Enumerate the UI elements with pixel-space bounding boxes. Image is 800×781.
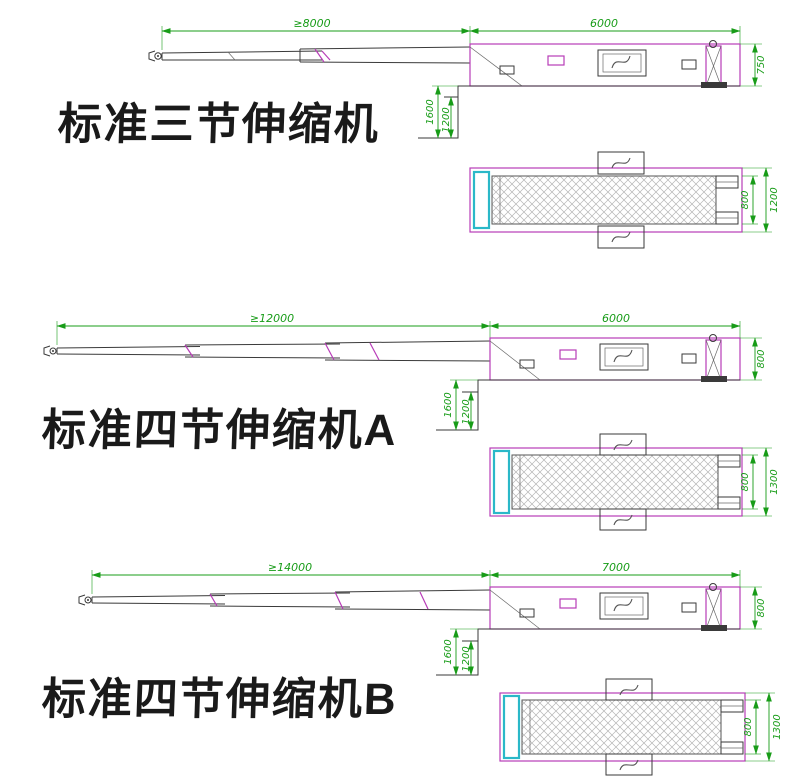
panel-title-four-section-b: 标准四节伸缩机B bbox=[40, 675, 399, 724]
dim-base-length: 6000 bbox=[489, 312, 741, 338]
motor-symbol-icon bbox=[611, 231, 631, 243]
dim-tail-height: 800 bbox=[740, 337, 767, 381]
tail-column bbox=[701, 334, 727, 382]
dim-belt-width-label: 800 bbox=[743, 717, 754, 736]
dim-dock-height-label: 1200 bbox=[441, 107, 452, 132]
tip-pulley-icon bbox=[49, 347, 57, 355]
dim-overall-width-label: 1300 bbox=[769, 469, 780, 494]
dim-total-height: 1600 bbox=[443, 628, 478, 676]
dim-total-height-label: 1600 bbox=[443, 392, 454, 417]
dim-overall-width: 1200 bbox=[742, 167, 780, 233]
motor-box bbox=[599, 343, 649, 371]
motor-symbol-icon bbox=[613, 598, 633, 612]
dim-reach-label: ≥14000 bbox=[268, 561, 312, 574]
belt-top-view bbox=[491, 175, 717, 225]
dim-base-length-label: 7000 bbox=[602, 561, 630, 574]
motor-bottom bbox=[605, 753, 653, 776]
motor-symbol-icon bbox=[613, 349, 633, 363]
motor-box bbox=[599, 592, 649, 620]
dim-base-length-label: 6000 bbox=[590, 17, 618, 30]
tail-column bbox=[701, 583, 727, 631]
telescopic-boom bbox=[43, 340, 491, 362]
motor-top bbox=[599, 433, 647, 456]
panel-four-section-b: 标准四节伸缩机B ≥14000 7000 bbox=[0, 555, 800, 781]
machine-body bbox=[469, 40, 741, 88]
tail-pulley-icon bbox=[709, 583, 717, 591]
motor-top bbox=[597, 151, 645, 175]
motor-top bbox=[605, 678, 653, 701]
loading-end bbox=[472, 170, 491, 230]
panel-title-three-section: 标准三节伸缩机 bbox=[56, 100, 381, 149]
dim-reach: ≥14000 bbox=[91, 561, 491, 594]
dim-tail-height: 750 bbox=[740, 43, 767, 87]
dim-belt-width: 800 bbox=[740, 454, 758, 510]
machine-body bbox=[489, 334, 741, 382]
dim-dock-height-label: 1200 bbox=[461, 646, 472, 671]
dim-reach-label: ≥8000 bbox=[293, 17, 330, 30]
panel-title-four-section-a: 标准四节伸缩机A bbox=[40, 406, 399, 455]
dim-belt-width: 800 bbox=[743, 699, 761, 755]
loading-end bbox=[492, 449, 511, 515]
dim-reach: ≥8000 bbox=[161, 17, 471, 50]
dim-total-height: 1600 bbox=[425, 85, 458, 139]
dim-tail-height-label: 800 bbox=[756, 349, 767, 368]
support-foot bbox=[701, 625, 727, 631]
dim-dock-height: 1200 bbox=[441, 96, 454, 139]
dim-belt-width-label: 800 bbox=[740, 190, 751, 209]
dim-base-length: 6000 bbox=[469, 17, 741, 44]
support-foot bbox=[701, 376, 727, 382]
support-foot bbox=[701, 82, 727, 88]
dim-tail-height-label: 800 bbox=[756, 598, 767, 617]
motor-symbol-icon bbox=[613, 514, 633, 526]
plan-view bbox=[489, 433, 743, 531]
dim-belt-width-label: 800 bbox=[740, 472, 751, 491]
dim-dock-height: 1200 bbox=[461, 640, 474, 676]
dim-base-length-label: 6000 bbox=[602, 312, 630, 325]
tail-pulley-icon bbox=[709, 334, 717, 342]
dim-overall-width: 1300 bbox=[745, 692, 783, 762]
dim-overall-width-label: 1200 bbox=[769, 187, 780, 212]
panel-four-section-a: 标准四节伸缩机A ≥12000 6000 bbox=[0, 300, 800, 555]
three-section-drawing: ≥8000 6000 bbox=[148, 17, 780, 249]
dim-belt-width: 800 bbox=[740, 175, 758, 225]
motor-symbol-icon bbox=[611, 55, 631, 69]
motor-symbol-icon bbox=[619, 759, 639, 771]
dim-total-height: 1600 bbox=[443, 379, 478, 431]
dim-base-length: 7000 bbox=[489, 561, 741, 587]
tip-pulley-icon bbox=[84, 596, 92, 604]
panel-three-section: 标准三节伸缩机 ≥8000 6000 bbox=[0, 0, 800, 300]
four-section-b-drawing: ≥14000 7000 bbox=[78, 561, 783, 776]
dim-tail-height: 800 bbox=[740, 586, 767, 630]
plan-view bbox=[469, 151, 743, 249]
tail-column bbox=[701, 40, 727, 88]
dim-total-height-label: 1600 bbox=[425, 99, 436, 124]
dim-dock-height-label: 1200 bbox=[461, 399, 472, 424]
dim-overall-width-label: 1300 bbox=[772, 714, 783, 739]
motor-bottom bbox=[599, 508, 647, 531]
motor-symbol-icon bbox=[613, 439, 633, 451]
dim-reach: ≥12000 bbox=[56, 312, 491, 345]
dim-dock-height: 1200 bbox=[461, 391, 474, 431]
dim-overall-width: 1300 bbox=[742, 447, 780, 517]
telescopic-boom bbox=[78, 589, 491, 611]
plan-view bbox=[499, 678, 746, 776]
four-section-a-drawing: ≥12000 6000 bbox=[43, 312, 780, 531]
dim-total-height-label: 1600 bbox=[443, 639, 454, 664]
telescopic-boom bbox=[148, 46, 471, 64]
dim-tail-height-label: 750 bbox=[756, 55, 767, 74]
dim-reach-label: ≥12000 bbox=[250, 312, 294, 325]
motor-box bbox=[597, 49, 647, 77]
motor-symbol-icon bbox=[611, 157, 631, 169]
loading-end bbox=[502, 694, 521, 760]
belt-top-view bbox=[521, 699, 722, 755]
machine-body bbox=[489, 583, 741, 631]
tail-pulley-icon bbox=[709, 40, 717, 48]
motor-symbol-icon bbox=[619, 684, 639, 696]
motor-bottom bbox=[597, 225, 645, 249]
belt-top-view bbox=[511, 454, 719, 510]
tip-pulley-icon bbox=[154, 52, 162, 60]
